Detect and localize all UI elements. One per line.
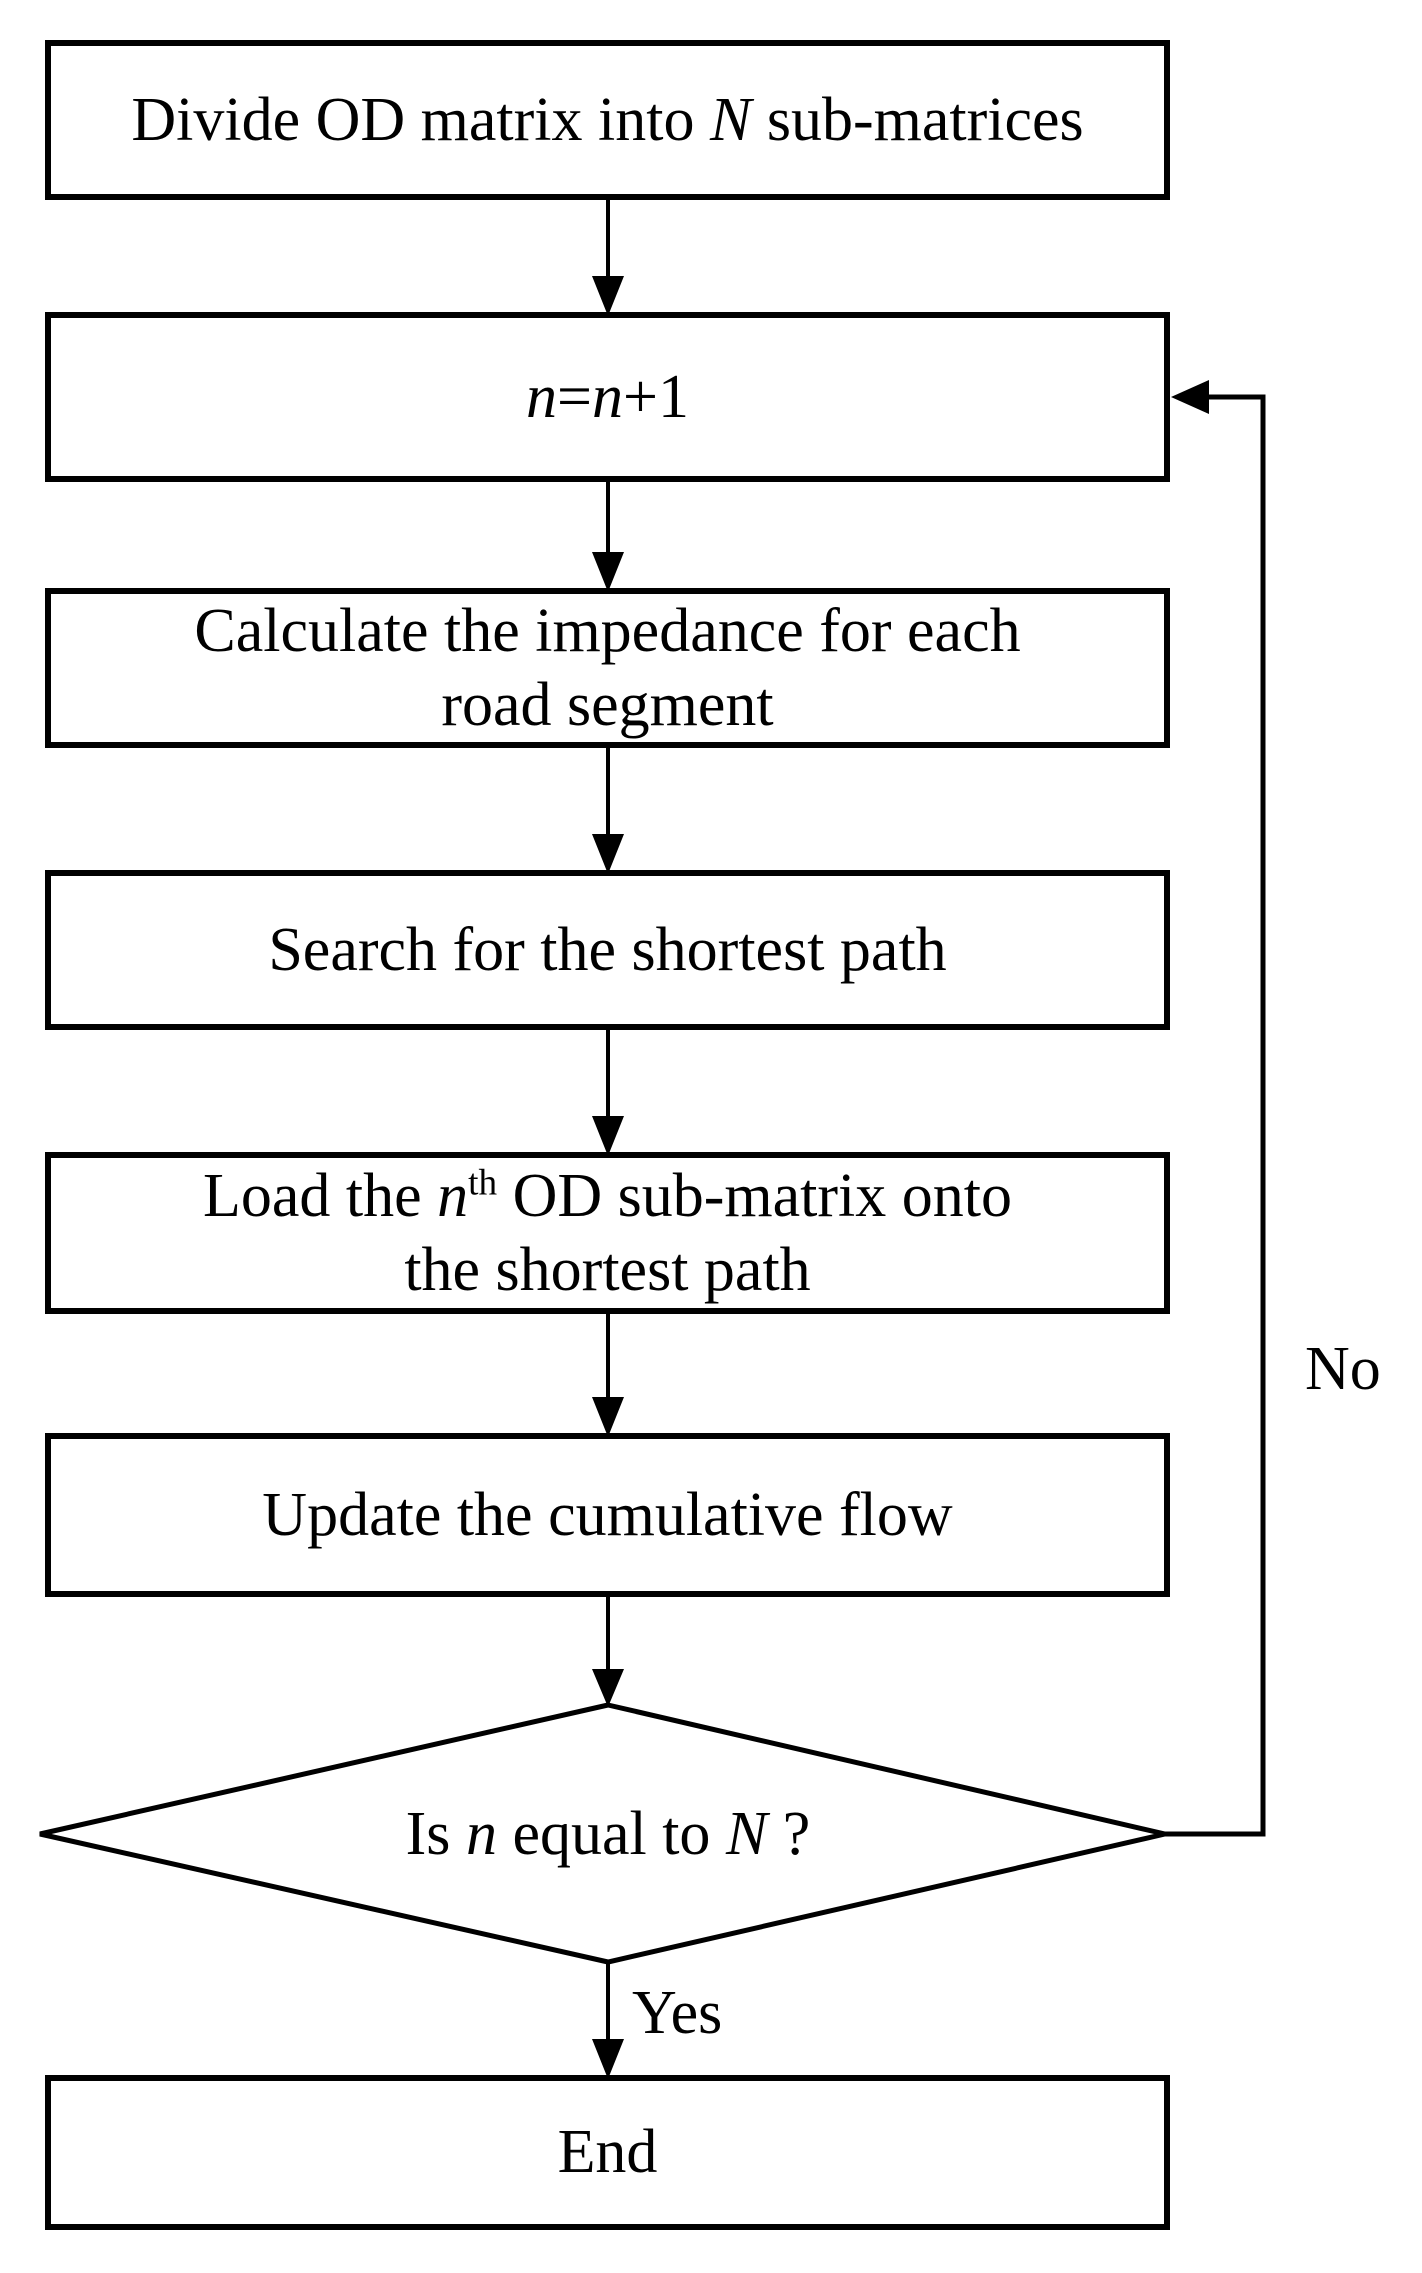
edge-label-no: No [1305,1335,1381,1403]
edge-label-yes: Yes [632,1979,723,2047]
arrowhead-update-to-decision-icon [592,1669,624,1707]
arrowhead-impedance-to-search-icon [592,834,624,874]
node-divide-od-matrix: Divide OD matrix into N sub-matrices [45,40,1170,200]
arrowhead-divide-to-increment-icon [592,276,624,316]
arrowhead-decision-to-end-icon [592,2039,624,2079]
node-update-cumulative-flow: Update the cumulative flow [45,1433,1170,1597]
arrowhead-increment-to-impedance-icon [592,552,624,592]
node-search-shortest-path: Search for the shortest path [45,870,1170,1030]
node-decision-n-equal-N-label: Is n equal to N ? [405,1799,811,1868]
node-end: End [45,2075,1170,2230]
no-loop-line [1165,394,1266,1837]
arrowhead-load-to-update-icon [592,1397,624,1437]
arrowhead-search-to-load-icon [592,1116,624,1156]
no-loop-arrowhead-icon [1171,380,1209,414]
node-increment-n: n=n+1 [45,312,1170,482]
